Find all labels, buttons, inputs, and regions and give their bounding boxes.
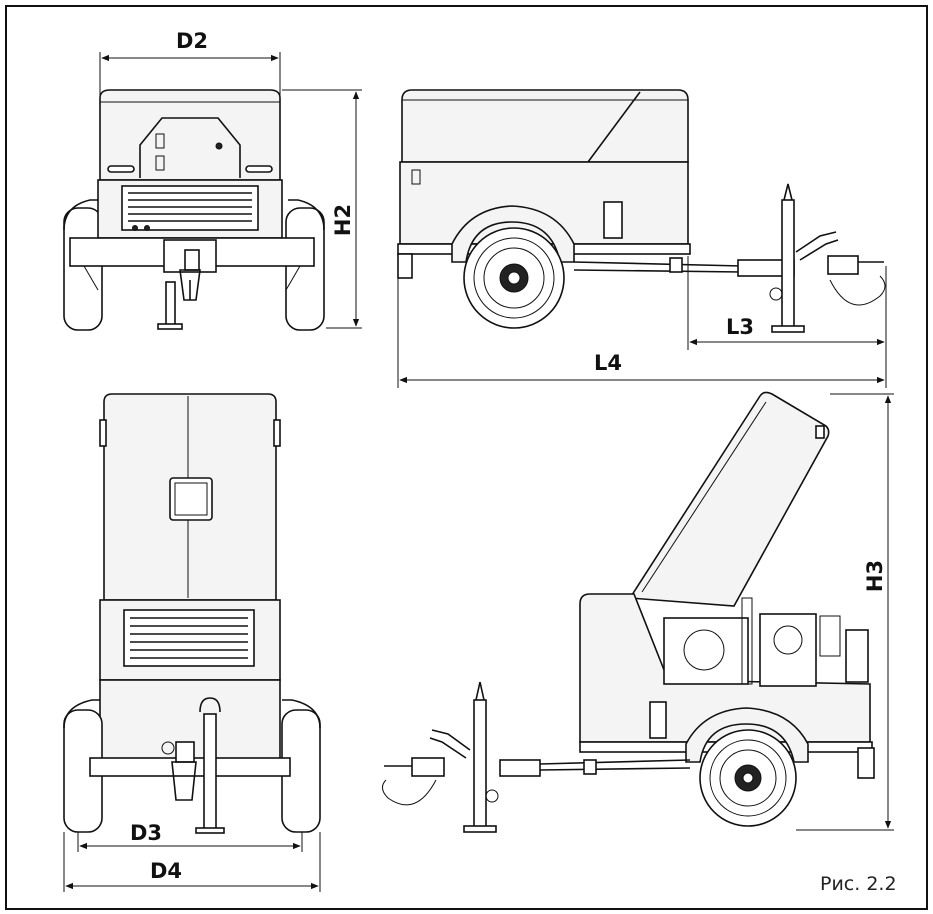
label-d4: D4	[150, 859, 182, 883]
dimension-h2: H2	[282, 89, 362, 329]
front-view-open	[63, 393, 321, 834]
front-view-closed	[63, 89, 325, 331]
label-l3: L3	[726, 315, 754, 339]
dimension-d4: D4	[63, 832, 321, 892]
label-d3: D3	[130, 821, 162, 845]
dimension-l3: L3	[687, 256, 887, 388]
dimension-h3: H3	[796, 393, 894, 831]
dimension-l4: L4	[397, 278, 885, 388]
side-view-open	[382, 391, 875, 833]
dimension-d3: D3	[77, 821, 303, 852]
side-view-closed	[397, 89, 886, 333]
label-h3: H3	[863, 560, 887, 592]
label-h2: H2	[331, 204, 355, 236]
label-d2: D2	[176, 29, 208, 53]
label-l4: L4	[594, 351, 622, 375]
figure-caption: Рис. 2.2	[820, 873, 897, 895]
dimension-d2: D2	[99, 29, 281, 176]
page-border	[5, 5, 928, 910]
